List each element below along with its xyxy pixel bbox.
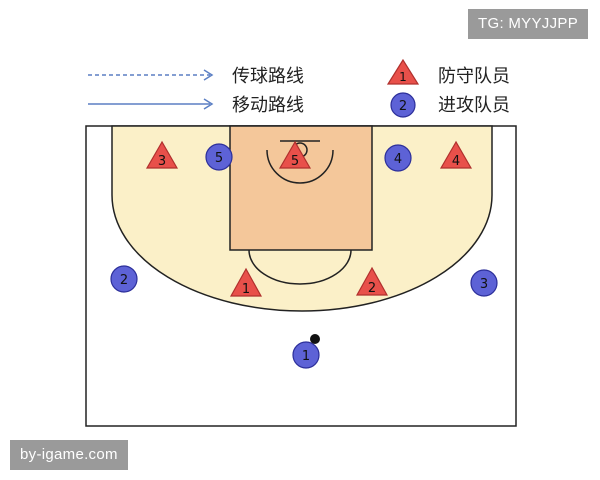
legend: 传球路线 移动路线 1 防守队员 2 进攻队员: [88, 58, 510, 118]
attacker-number: 3: [480, 277, 488, 292]
defender-number: 5: [291, 154, 299, 169]
free-throw-semicircle: [248, 249, 352, 285]
defender-5: 5: [278, 140, 312, 169]
attacker-circle-icon: [390, 92, 416, 118]
defender-number: 1: [242, 282, 250, 297]
restricted-area-arc: [266, 149, 334, 184]
paint-area: [229, 125, 373, 251]
legend-defender-number: 1: [399, 70, 407, 84]
legend-move-label: 移动路线: [232, 95, 304, 116]
attackers: 1 2 3 4 5: [110, 143, 498, 369]
legend-attacker: 2 进攻队员: [390, 92, 510, 118]
legend-defender: 1 防守队员: [386, 58, 510, 87]
legend-pass-route: 传球路线: [88, 66, 304, 87]
defender-number: 4: [452, 154, 460, 169]
defender-triangle-icon: [355, 266, 389, 296]
defender-triangle-icon: [439, 140, 473, 169]
defender-triangle-icon: [278, 140, 312, 169]
watermark-bottom-left: by-igame.com: [10, 440, 128, 470]
attacker-number: 2: [120, 273, 128, 288]
legend-pass-label: 传球路线: [232, 66, 304, 87]
defender-triangle-icon: [145, 140, 179, 169]
attacker-number: 4: [394, 152, 402, 167]
legend-move-route: 移动路线: [88, 95, 304, 116]
defenders: 1 2 3 4 5: [145, 140, 473, 297]
attacker-5: 5: [205, 143, 233, 171]
attacker-3: 3: [470, 269, 498, 297]
defender-2: 2: [355, 266, 389, 296]
attacker-circle-icon: [384, 144, 412, 172]
attacker-1: 1: [292, 334, 320, 369]
defender-number: 3: [158, 154, 166, 169]
attacker-4: 4: [384, 144, 412, 172]
watermark-top-right: TG: MYYJJPP: [468, 9, 588, 39]
attacker-number: 5: [215, 151, 223, 166]
attacker-circle-icon: [292, 341, 320, 369]
attacker-number: 1: [302, 349, 310, 364]
defender-number: 2: [368, 281, 376, 296]
legend-attacker-label: 进攻队员: [438, 95, 510, 116]
basketball-icon: [310, 334, 320, 344]
half-court: [85, 125, 517, 427]
defender-3: 3: [145, 140, 179, 169]
defender-triangle-icon: [229, 267, 263, 297]
attacker-circle-icon: [110, 265, 138, 293]
legend-defender-label: 防守队员: [438, 66, 510, 87]
defender-1: 1: [229, 267, 263, 297]
defender-triangle-icon: [386, 58, 420, 85]
solid-arrow-head: [203, 98, 214, 110]
attacker-circle-icon: [470, 269, 498, 297]
dashed-arrow-head: [203, 69, 214, 81]
attacker-2: 2: [110, 265, 138, 293]
legend-attacker-number: 2: [399, 99, 407, 114]
defender-4: 4: [439, 140, 473, 169]
attacker-circle-icon: [205, 143, 233, 171]
